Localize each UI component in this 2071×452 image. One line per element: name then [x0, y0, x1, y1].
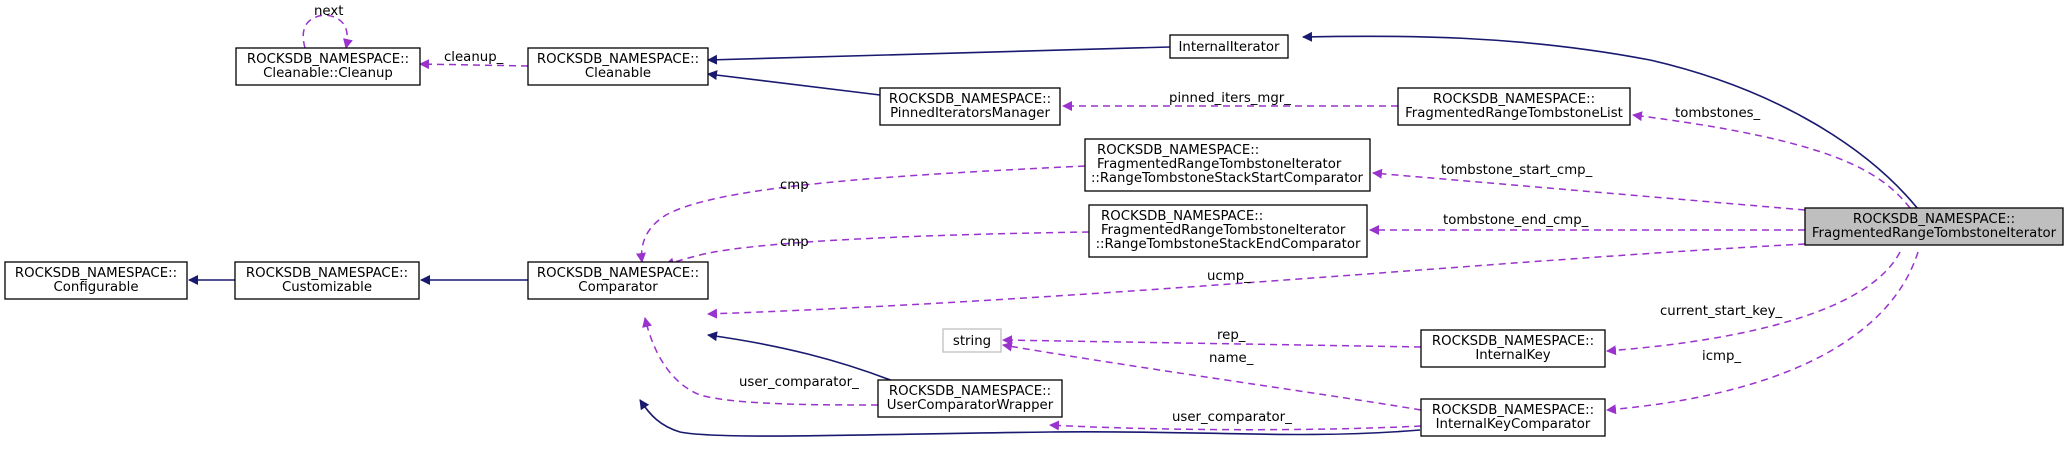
inheritance-edges	[188, 31, 1919, 437]
label-user-comparator-right: user_comparator_	[1172, 410, 1292, 425]
node-string[interactable]: string	[942, 328, 1002, 353]
node-string-line-1: string	[953, 334, 991, 349]
edge-start-comparator-cmp	[635, 165, 1086, 263]
node-comparator-line-2: Comparator	[578, 280, 658, 295]
node-comparator[interactable]: ROCKSDB_NAMESPACE:: Comparator	[527, 261, 709, 300]
node-internal-key-comparator-line-1: ROCKSDB_NAMESPACE::	[1432, 403, 1594, 418]
label-tombstone-end-cmp: tombstone_end_cmp_	[1443, 213, 1589, 228]
edge-iterator-to-internal-iterator	[1302, 31, 1919, 210]
usage-edges	[302, 14, 1919, 431]
node-start-comparator-line-2: FragmentedRangeTombstoneIterator	[1097, 157, 1342, 172]
node-cleanable-line-2: Cleanable	[585, 66, 651, 81]
label-pinned-iters-mgr: pinned_iters_mgr_	[1169, 91, 1291, 106]
node-internal-iterator-line-1: InternalIterator	[1179, 40, 1281, 55]
label-rep: rep_	[1217, 328, 1246, 343]
node-comparator-line-1: ROCKSDB_NAMESPACE::	[537, 266, 699, 281]
node-fragmented-range-tombstone-iterator-line-2: FragmentedRangeTombstoneIterator	[1812, 226, 2057, 241]
node-customizable-line-2: Customizable	[282, 280, 372, 295]
node-customizable-line-1: ROCKSDB_NAMESPACE::	[246, 266, 408, 281]
node-cleanup[interactable]: ROCKSDB_NAMESPACE:: Cleanable::Cleanup	[235, 47, 421, 86]
edge-internal-key-comparator-user-comparator	[1049, 420, 1422, 431]
edge-cleanable-cleanup	[419, 59, 529, 70]
node-user-comparator-wrapper-line-1: ROCKSDB_NAMESPACE::	[889, 384, 1051, 399]
node-fragmented-range-tombstone-list-line-1: ROCKSDB_NAMESPACE::	[1433, 92, 1595, 107]
label-tombstone-start-cmp: tombstone_start_cmp_	[1441, 163, 1593, 178]
node-internal-key-line-1: ROCKSDB_NAMESPACE::	[1432, 334, 1594, 349]
node-user-comparator-wrapper-line-2: UserComparatorWrapper	[887, 398, 1054, 413]
node-fragmented-range-tombstone-iterator[interactable]: ROCKSDB_NAMESPACE:: FragmentedRangeTombs…	[1804, 207, 2064, 246]
node-internal-key[interactable]: ROCKSDB_NAMESPACE:: InternalKey	[1420, 329, 1606, 368]
node-range-tombstone-stack-end-comparator[interactable]: ROCKSDB_NAMESPACE:: FragmentedRangeTombs…	[1088, 204, 1368, 258]
node-internal-key-line-2: InternalKey	[1475, 348, 1550, 363]
label-current-start-key: current_start_key_	[1660, 304, 1783, 319]
edge-end-comparator-cmp	[664, 231, 1090, 268]
label-ucmp: ucmp_	[1207, 269, 1251, 284]
node-internal-key-comparator-line-2: InternalKeyComparator	[1436, 417, 1591, 432]
label-next: next	[314, 4, 343, 19]
edge-pinned-manager-to-cleanable	[707, 70, 881, 96]
edge-cleanup-next	[302, 14, 353, 49]
node-pinned-iterators-manager-line-2: PinnedIteratorsManager	[890, 106, 1050, 121]
label-cmp-start: cmp	[780, 178, 809, 193]
node-cleanable[interactable]: ROCKSDB_NAMESPACE:: Cleanable	[527, 47, 709, 86]
edge-internal-iterator-to-cleanable	[707, 46, 1171, 65]
edge-iterator-current-start-key	[1606, 251, 1901, 356]
node-cleanup-line-2: Cleanable::Cleanup	[263, 66, 393, 81]
edge-labels: next cleanup_ pinned_iters_mgr_ tombston…	[314, 4, 1783, 425]
node-user-comparator-wrapper[interactable]: ROCKSDB_NAMESPACE:: UserComparatorWrappe…	[877, 379, 1063, 418]
edge-iterator-tombstones	[1632, 111, 1911, 209]
node-configurable[interactable]: ROCKSDB_NAMESPACE:: Configurable	[4, 261, 188, 300]
edge-wrapper-user-comparator	[642, 317, 879, 406]
node-end-comparator-line-3: ::RangeTombstoneStackEndComparator	[1096, 237, 1361, 252]
node-internal-iterator[interactable]: InternalIterator	[1169, 34, 1289, 59]
node-range-tombstone-stack-start-comparator[interactable]: ROCKSDB_NAMESPACE:: FragmentedRangeTombs…	[1084, 138, 1371, 192]
node-end-comparator-line-2: FragmentedRangeTombstoneIterator	[1101, 223, 1346, 238]
node-start-comparator-line-1: ROCKSDB_NAMESPACE::	[1097, 143, 1259, 158]
node-customizable[interactable]: ROCKSDB_NAMESPACE:: Customizable	[234, 261, 420, 300]
edge-internal-key-comparator-to-comparator	[639, 399, 1421, 437]
node-pinned-iterators-manager-line-1: ROCKSDB_NAMESPACE::	[889, 92, 1051, 107]
label-icmp: icmp_	[1702, 349, 1741, 364]
node-fragmented-range-tombstone-list-line-2: FragmentedRangeTombstoneList	[1405, 106, 1623, 121]
edge-internal-key-rep	[1002, 335, 1422, 348]
node-start-comparator-line-3: ::RangeTombstoneStackStartComparator	[1091, 171, 1364, 186]
node-cleanup-line-1: ROCKSDB_NAMESPACE::	[247, 52, 409, 67]
node-pinned-iterators-manager[interactable]: ROCKSDB_NAMESPACE:: PinnedIteratorsManag…	[879, 87, 1061, 126]
label-user-comparator-left: user_comparator_	[739, 375, 859, 390]
label-cmp-end: cmp	[780, 235, 809, 250]
label-cleanup: cleanup_	[444, 50, 504, 65]
node-fragmented-range-tombstone-list[interactable]: ROCKSDB_NAMESPACE:: FragmentedRangeTombs…	[1397, 87, 1631, 126]
edge-iterator-icmp	[1606, 251, 1919, 415]
edge-iterator-ucmp	[707, 243, 1806, 319]
node-configurable-line-2: Configurable	[53, 280, 138, 295]
edge-iterator-start-comparator	[1372, 168, 1806, 211]
node-cleanable-line-1: ROCKSDB_NAMESPACE::	[537, 52, 699, 67]
node-configurable-line-1: ROCKSDB_NAMESPACE::	[15, 266, 177, 281]
node-internal-key-comparator[interactable]: ROCKSDB_NAMESPACE:: InternalKeyComparato…	[1420, 398, 1606, 437]
edge-user-comparator-wrapper-to-comparator	[707, 331, 899, 384]
node-fragmented-range-tombstone-iterator-line-1: ROCKSDB_NAMESPACE::	[1853, 212, 2015, 227]
node-end-comparator-line-1: ROCKSDB_NAMESPACE::	[1101, 209, 1263, 224]
label-tombstones: tombstones_	[1675, 106, 1761, 121]
edge-internal-key-comparator-name	[1002, 341, 1422, 411]
label-name: name_	[1209, 351, 1254, 366]
